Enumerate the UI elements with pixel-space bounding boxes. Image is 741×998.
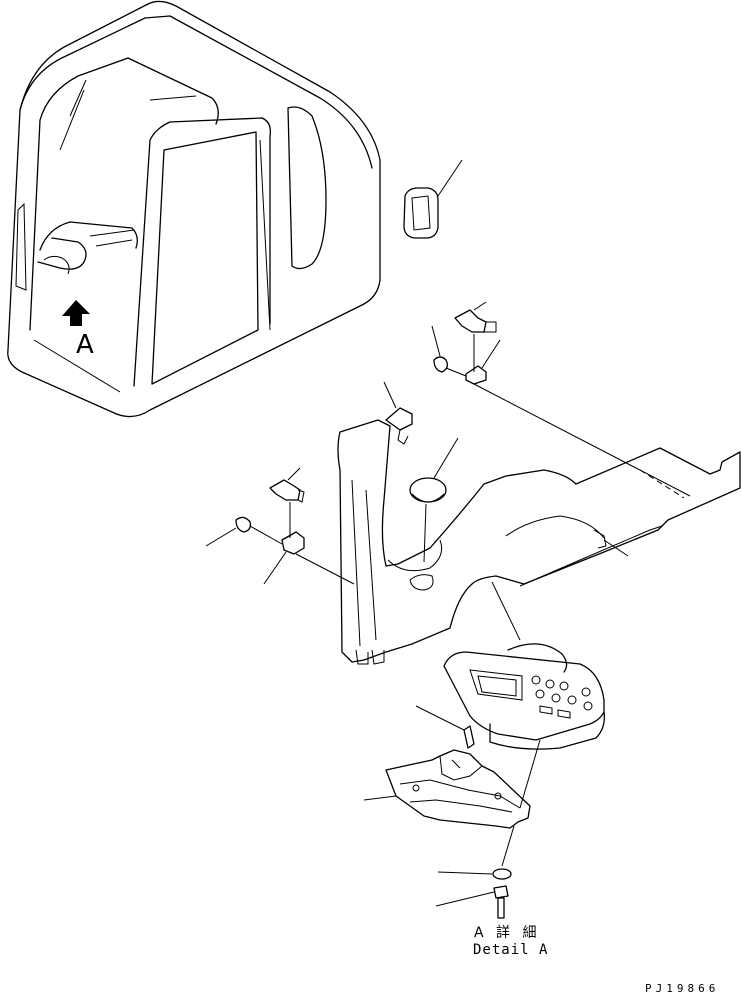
operator-cab [7,0,381,418]
bottom-panel [337,419,741,665]
round-cap [409,437,459,563]
pin-part [415,705,475,749]
grommet-part [403,159,463,239]
detail-caption-jp: A 詳 細 [474,925,541,941]
view-label: A [76,330,94,360]
connector-assembly-right [431,301,691,497]
bottom-bolt-part [435,885,509,919]
monitor-bracket [363,749,531,867]
bolt-part [383,381,413,445]
detail-caption-en: Detail A [473,942,549,958]
view-arrow-icon [62,300,90,326]
monitor-unit [443,643,605,809]
connector-assembly-left [205,467,355,585]
drawing-number: PJ19866 [645,982,720,995]
washer-part [437,868,512,880]
